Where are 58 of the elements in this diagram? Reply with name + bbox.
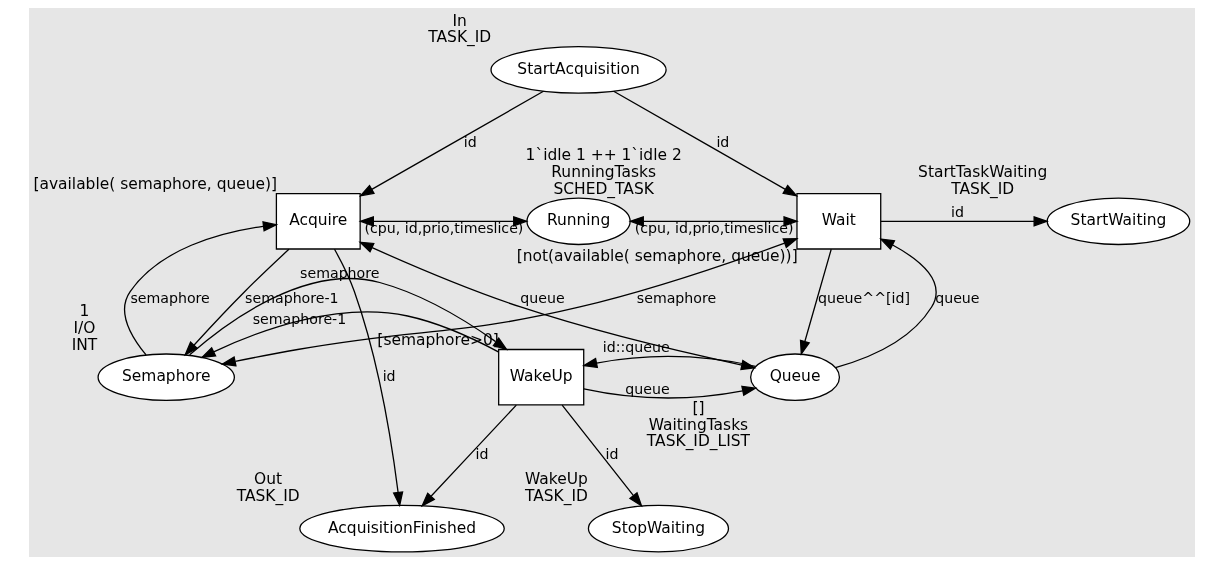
arrow [220, 238, 799, 367]
edge-label: id [474, 445, 488, 462]
edge-label: id [950, 204, 964, 221]
node-label: INT [71, 335, 97, 354]
arrow [834, 238, 937, 369]
arrow [333, 248, 403, 508]
edge-label: (cpu, id,prio,timeslice) [634, 219, 794, 236]
node-label: Out [253, 470, 282, 489]
node-box: Wait [795, 192, 881, 250]
node-label: RunningTasks [550, 162, 656, 181]
node-label: TASK_ID [427, 28, 491, 47]
node-label: 1`idle 1 ++ 1`idle 2 [525, 146, 682, 165]
arrow [358, 215, 529, 227]
node-label: In [452, 11, 467, 30]
arrow [358, 90, 544, 197]
node-label: 1 [79, 302, 89, 321]
edge-label: id [605, 445, 619, 462]
node-label: [] [691, 398, 704, 417]
node-label: TASK_ID [236, 487, 300, 506]
node-label: StartTaskWaiting [917, 162, 1047, 181]
arrow [799, 248, 832, 356]
arrow [123, 220, 278, 356]
node-label: [available( semaphore, queue)] [32, 175, 277, 194]
node-label: I/O [73, 318, 95, 337]
arrow [879, 215, 1049, 227]
edge-label: id::queue [602, 339, 670, 356]
edge-label: id [463, 133, 477, 150]
node-ellipse: StopWaiting [587, 504, 729, 553]
arrow [561, 404, 643, 508]
node-ellipse: StartAcquisition [489, 46, 667, 94]
node-ellipse: StartWaiting [1046, 197, 1190, 246]
edge-label: queue [934, 289, 980, 306]
arrow [627, 215, 799, 227]
arrow [199, 311, 499, 359]
node-ellipse: Running [525, 197, 631, 246]
node-label: TASK_ID [524, 487, 588, 506]
edge-label: queue^^[id] [817, 289, 910, 306]
edge-label: queue [519, 289, 565, 306]
node-label: TASK_ID_LIST [646, 432, 750, 451]
arrow [188, 278, 508, 356]
arrow [582, 385, 757, 399]
arrow [183, 248, 290, 357]
node-box: Acquire [275, 192, 361, 250]
node-box: WakeUp [497, 348, 584, 406]
node-label: TASK_ID [950, 179, 1014, 198]
node-label: WakeUp [524, 470, 588, 489]
node-ellipse: AcquisitionFinished [298, 504, 505, 553]
arrow [420, 404, 517, 508]
edge-label: id [382, 367, 396, 384]
edge-label: (cpu, id,prio,timeslice) [364, 219, 523, 236]
node-label: SCHED_TASK [552, 179, 654, 198]
edge-label: semaphore [129, 289, 210, 306]
edge-label: id [715, 133, 729, 150]
arrow [612, 90, 798, 197]
edge-label: queue [624, 380, 670, 397]
edge-label: semaphore [636, 289, 716, 306]
node-label: WaitingTasks [648, 415, 748, 434]
node-ellipse: Queue [749, 353, 840, 402]
